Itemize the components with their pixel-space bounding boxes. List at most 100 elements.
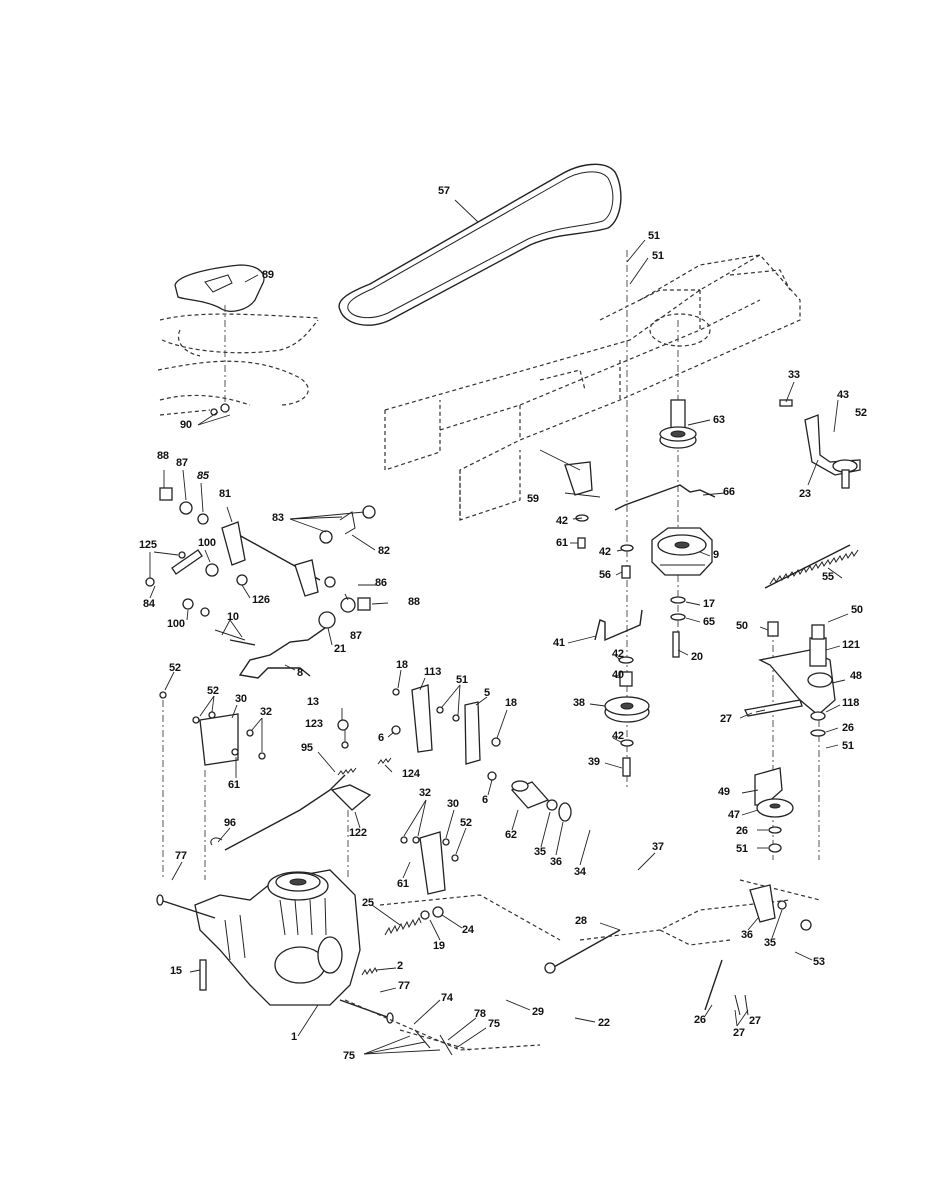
- callout-42: 42: [612, 730, 624, 742]
- callout-35: 35: [764, 937, 776, 949]
- callout-126: 126: [252, 594, 270, 606]
- callout-63: 63: [713, 414, 725, 426]
- shift-linkage: [145, 487, 376, 679]
- callout-62: 62: [505, 829, 517, 841]
- callout-27: 27: [733, 1027, 745, 1039]
- callout-37: 37: [652, 841, 664, 853]
- callout-1: 1: [291, 1031, 297, 1043]
- belt-guide-rod: [614, 484, 716, 511]
- callout-124: 124: [402, 768, 420, 780]
- callout-27: 27: [720, 713, 732, 725]
- callout-56: 56: [599, 569, 611, 581]
- callout-86: 86: [375, 577, 387, 589]
- callout-29: 29: [532, 1006, 544, 1018]
- callout-10: 10: [227, 611, 239, 623]
- bracket: [779, 399, 861, 489]
- callout-75: 75: [343, 1050, 355, 1062]
- callout-49: 49: [718, 786, 730, 798]
- callout-8: 8: [297, 667, 303, 679]
- callout-36: 36: [741, 929, 753, 941]
- callout-52: 52: [460, 817, 472, 829]
- callout-52: 52: [855, 407, 867, 419]
- brake-rod: [344, 879, 821, 1056]
- callout-21: 21: [334, 643, 346, 655]
- callout-26: 26: [694, 1014, 706, 1026]
- callout-121: 121: [842, 639, 860, 651]
- callout-51: 51: [456, 674, 468, 686]
- callout-52: 52: [207, 685, 219, 697]
- callout-100: 100: [167, 618, 185, 630]
- callout-51: 51: [648, 230, 660, 242]
- callout-118: 118: [842, 697, 860, 709]
- callout-18: 18: [505, 697, 517, 709]
- callout-61: 61: [397, 878, 409, 890]
- callout-125: 125: [139, 539, 157, 551]
- callout-52: 52: [169, 662, 181, 674]
- tractor-frame: [384, 254, 801, 521]
- callout-25: 25: [362, 897, 374, 909]
- callout-85: 85: [197, 470, 209, 482]
- callout-82: 82: [378, 545, 390, 557]
- callout-18: 18: [396, 659, 408, 671]
- callout-43: 43: [837, 389, 849, 401]
- callout-42: 42: [599, 546, 611, 558]
- callout-30: 30: [235, 693, 247, 705]
- callout-123: 123: [305, 718, 323, 730]
- callout-89: 89: [262, 269, 274, 281]
- callout-39: 39: [588, 756, 600, 768]
- callout-22: 22: [598, 1017, 610, 1029]
- callout-17: 17: [703, 598, 715, 610]
- transaxle: [156, 869, 394, 1024]
- callout-53: 53: [813, 956, 825, 968]
- belt-keeper-rod: [594, 609, 643, 642]
- callout-35: 35: [534, 846, 546, 858]
- callout-5: 5: [484, 687, 490, 699]
- callout-42: 42: [612, 648, 624, 660]
- callout-26: 26: [736, 825, 748, 837]
- callout-48: 48: [850, 670, 862, 682]
- callout-36: 36: [550, 856, 562, 868]
- callout-50: 50: [736, 620, 748, 632]
- callout-47: 47: [728, 809, 740, 821]
- callout-84: 84: [143, 598, 155, 610]
- callout-59: 59: [527, 493, 539, 505]
- callout-88: 88: [408, 596, 420, 608]
- callout-40: 40: [612, 669, 624, 681]
- callout-27: 27: [749, 1015, 761, 1027]
- callout-61: 61: [556, 537, 568, 549]
- callout-33: 33: [788, 369, 800, 381]
- callout-6: 6: [378, 732, 384, 744]
- callout-51: 51: [652, 250, 664, 262]
- callout-57: 57: [438, 185, 450, 197]
- callout-100: 100: [198, 537, 216, 549]
- callout-87: 87: [350, 630, 362, 642]
- hardware-column: [564, 461, 686, 777]
- fender-outline: [157, 264, 321, 416]
- springs: [361, 906, 444, 976]
- callout-9: 9: [713, 549, 719, 561]
- callout-75: 75: [488, 1018, 500, 1030]
- idler-arm: [744, 621, 836, 853]
- callout-61: 61: [228, 779, 240, 791]
- callout-90: 90: [180, 419, 192, 431]
- callout-83: 83: [272, 512, 284, 524]
- callout-66: 66: [723, 486, 735, 498]
- callout-87: 87: [176, 457, 188, 469]
- callout-42: 42: [556, 515, 568, 527]
- callout-65: 65: [703, 616, 715, 628]
- brake-brackets: [391, 684, 501, 895]
- callout-88: 88: [157, 450, 169, 462]
- callout-55: 55: [822, 571, 834, 583]
- callout-6: 6: [482, 794, 488, 806]
- callout-77: 77: [175, 850, 187, 862]
- drive-belt: [338, 163, 622, 326]
- roller: [510, 780, 572, 822]
- spring: [764, 544, 859, 589]
- callout-41: 41: [553, 637, 565, 649]
- callout-32: 32: [419, 787, 431, 799]
- callout-95: 95: [301, 742, 313, 754]
- callout-74: 74: [441, 992, 453, 1004]
- callout-81: 81: [219, 488, 231, 500]
- callout-51: 51: [736, 843, 748, 855]
